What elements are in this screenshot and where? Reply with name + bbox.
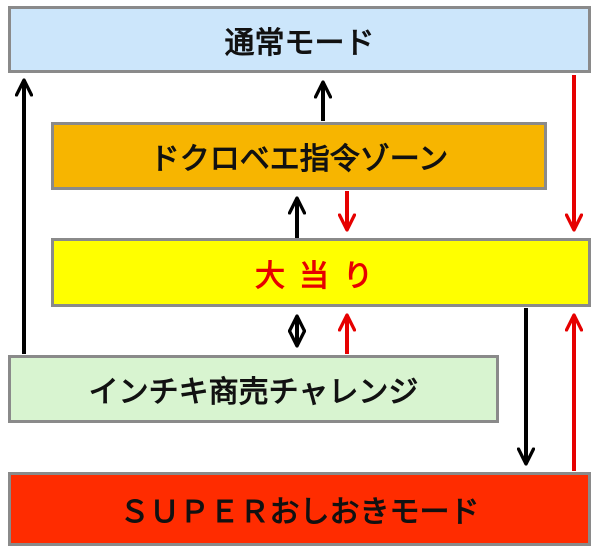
big-hit-box: 大当り (51, 238, 591, 307)
inchiki-challenge-box: インチキ商売チャレンジ (8, 355, 499, 423)
dokurobee-zone-label: ドクロベエ指令ゾーン (149, 142, 449, 177)
normal-mode-label: 通常モード (224, 25, 375, 61)
inchiki-challenge-label: インチキ商売チャレンジ (88, 375, 419, 410)
dokurobee-zone-box: ドクロベエ指令ゾーン (51, 122, 547, 190)
super-oshioki-mode-box: ＳＵＰＥＲおしおきモード (8, 472, 591, 546)
normal-mode-box: 通常モード (8, 6, 591, 73)
super-oshioki-mode-label: ＳＵＰＥＲおしおきモード (119, 495, 480, 530)
big-hit-label: 大当り (255, 258, 387, 294)
